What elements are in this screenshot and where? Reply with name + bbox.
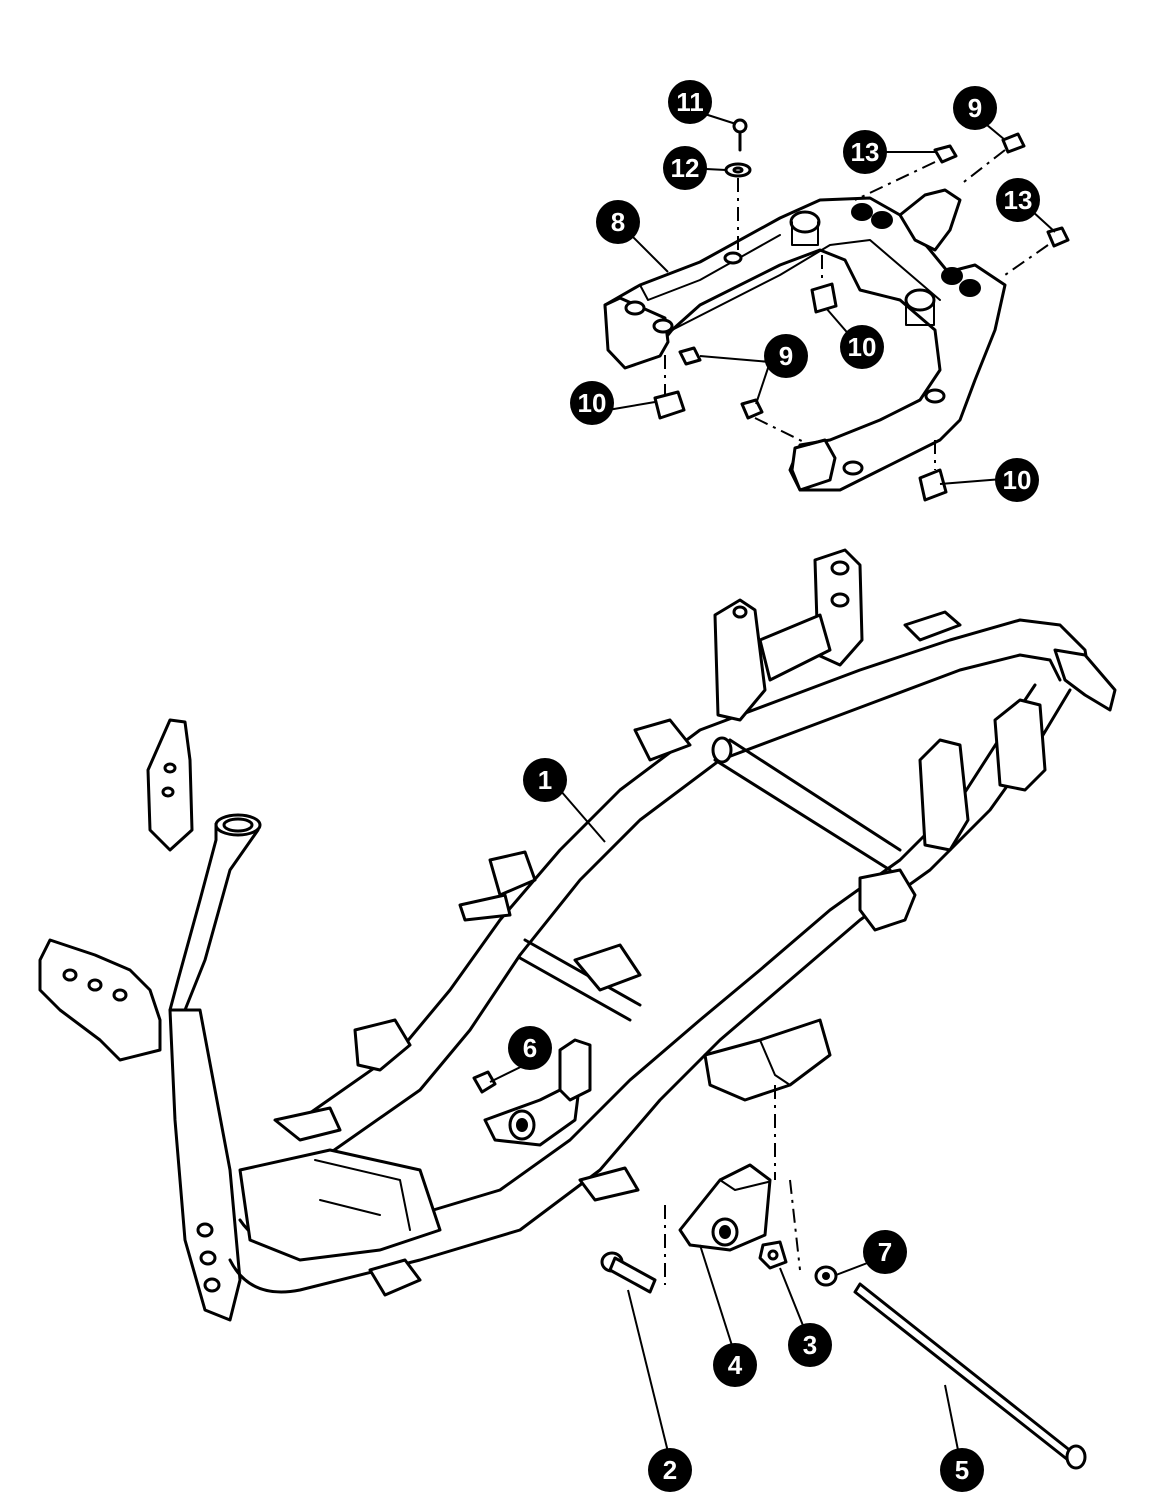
callout-3-label: 3 [803, 1330, 817, 1360]
callout-2-label: 2 [663, 1455, 677, 1485]
callout-13-upper-label: 13 [851, 137, 880, 167]
callout-2: 2 [648, 1448, 692, 1492]
callout-10-left: 10 [570, 381, 614, 425]
callout-7: 7 [863, 1230, 907, 1274]
callout-10-middle: 10 [840, 325, 884, 369]
callout-4: 4 [713, 1343, 757, 1387]
callout-12: 12 [663, 146, 707, 190]
callout-12-label: 12 [671, 153, 700, 183]
callout-10-middle-label: 10 [848, 332, 877, 362]
callout-1: 1 [523, 758, 567, 802]
callout-13-right: 13 [996, 178, 1040, 222]
mount-hardware [600, 1240, 1087, 1470]
callout-7-label: 7 [878, 1237, 892, 1267]
callout-11-label: 11 [676, 87, 704, 117]
carrier-bracket-assembly [603, 188, 1007, 492]
callout-9-upper: 9 [953, 86, 997, 130]
callout-8: 8 [596, 200, 640, 244]
callout-5: 5 [940, 1448, 984, 1492]
callout-13-right-label: 13 [1004, 185, 1033, 215]
carrier-hardware [653, 118, 1070, 502]
callout-6-label: 6 [523, 1033, 537, 1063]
callout-8-label: 8 [611, 207, 625, 237]
callout-10-right: 10 [995, 458, 1039, 502]
callout-1-label: 1 [538, 765, 552, 795]
callout-10-left-label: 10 [578, 388, 607, 418]
main-frame [38, 548, 1117, 1322]
callout-4-label: 4 [728, 1350, 743, 1380]
callout-9-lower-label: 9 [779, 341, 793, 371]
callout-11: 11 [668, 80, 712, 124]
callout-10-right-label: 10 [1003, 465, 1032, 495]
callout-9-lower: 9 [764, 334, 808, 378]
callout-5-label: 5 [955, 1455, 969, 1485]
callout-6: 6 [508, 1026, 552, 1070]
callout-13-upper: 13 [843, 130, 887, 174]
callout-9-upper-label: 9 [968, 93, 982, 123]
callout-3: 3 [788, 1323, 832, 1367]
